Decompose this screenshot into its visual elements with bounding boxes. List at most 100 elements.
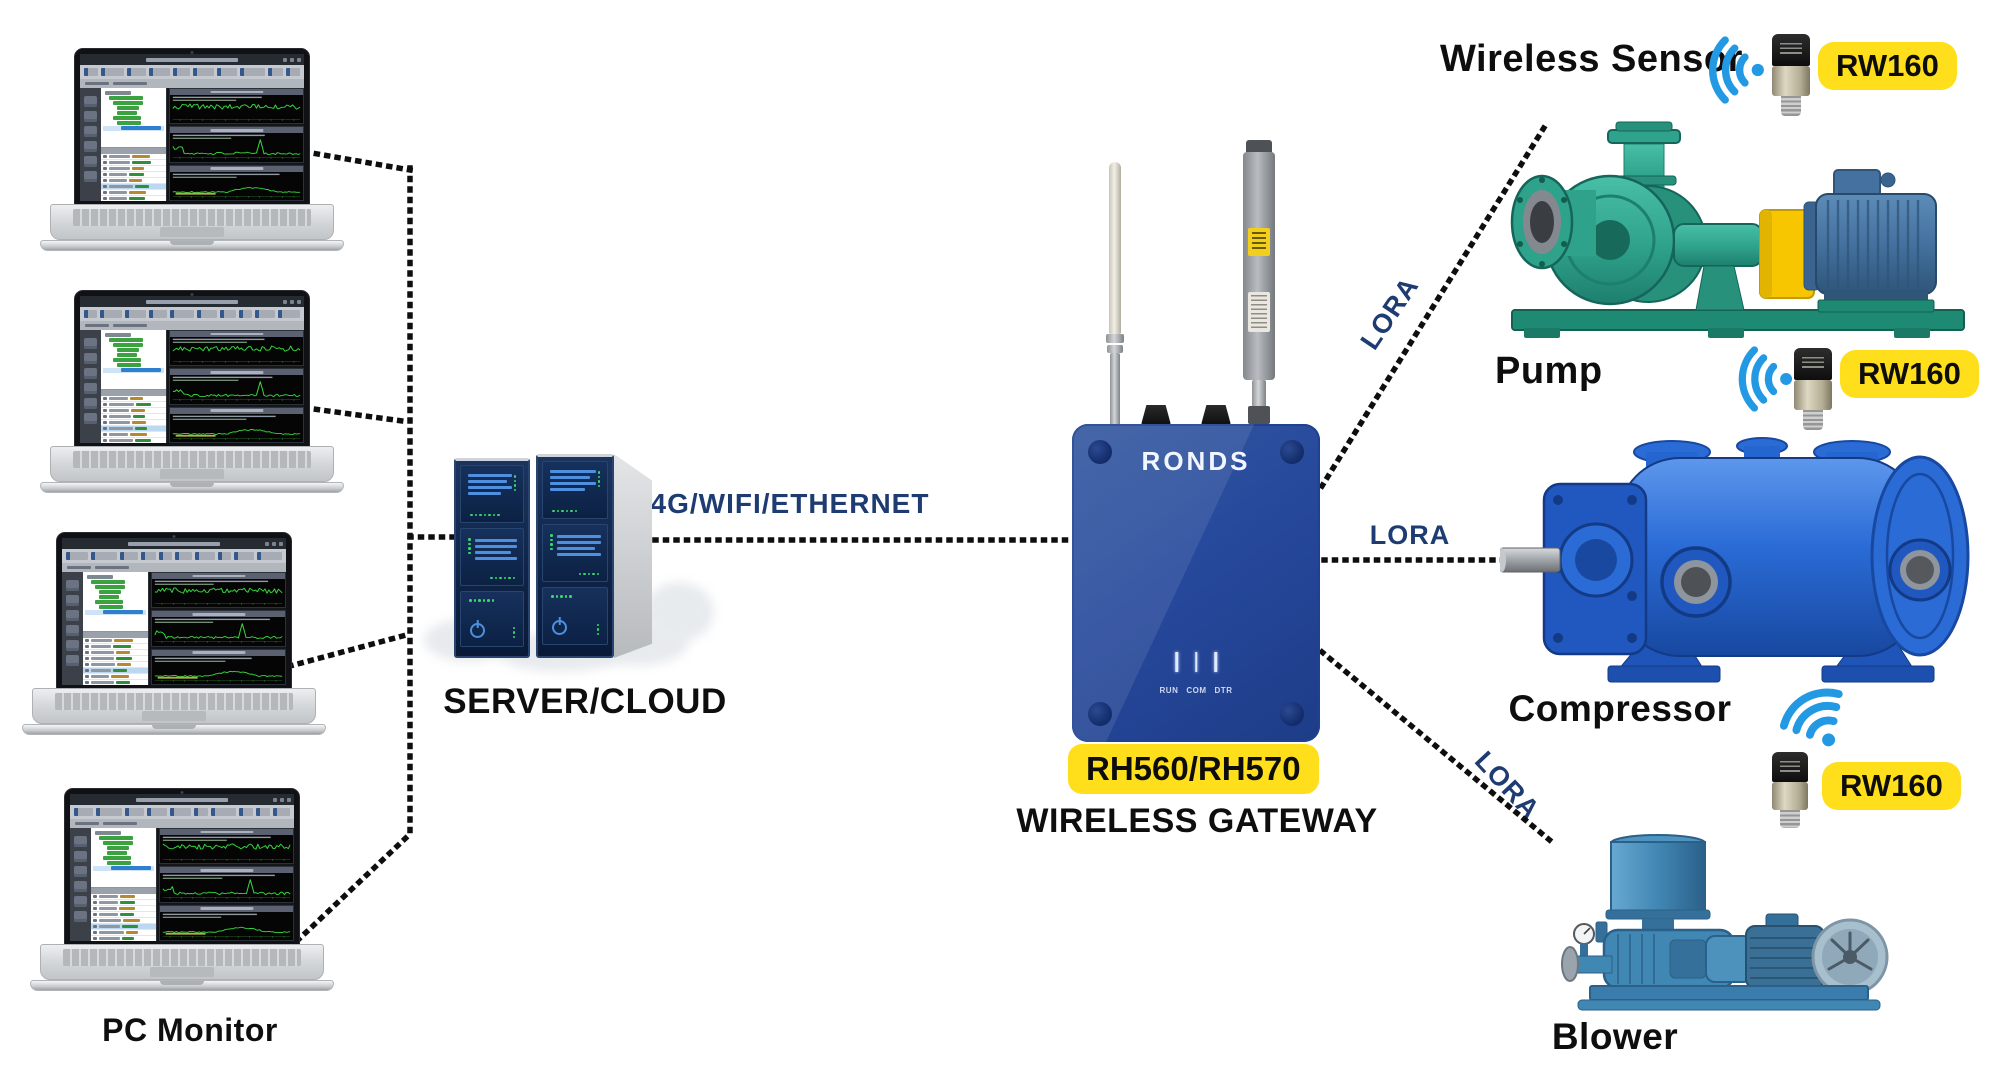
gateway-led-indicators <box>1175 652 1217 672</box>
app-titlebar <box>70 794 294 805</box>
vibration-sensor <box>1794 348 1832 430</box>
data-table-panel <box>83 630 148 685</box>
app-toolbar-secondary <box>80 79 304 88</box>
window-buttons <box>273 797 291 802</box>
monitoring-app-window <box>70 794 294 941</box>
laptop-screen <box>74 48 310 206</box>
server-group <box>424 432 714 672</box>
power-icon <box>552 620 567 635</box>
spectrum-chart <box>169 126 304 163</box>
wireless-sensor-heading: Wireless Sensor <box>1440 38 1743 80</box>
pump-illustration <box>1510 121 1965 338</box>
power-icon <box>470 623 485 638</box>
app-titlebar <box>80 296 304 307</box>
spectrum-chart <box>169 368 304 405</box>
webcam-dot <box>180 791 184 794</box>
cloud-puff <box>644 582 714 642</box>
trend-chart <box>159 904 294 941</box>
laptop-keyboard-deck <box>40 944 324 980</box>
chart-column <box>149 572 286 685</box>
app-icon-sidebar <box>80 330 101 443</box>
app-titlebar <box>62 538 286 549</box>
lora-label-compressor: LORA <box>1369 520 1451 550</box>
laptop-base <box>40 482 344 493</box>
spectrum-chart <box>151 610 286 647</box>
corner-screw <box>1088 440 1112 464</box>
webcam-dot <box>190 293 194 296</box>
app-toolbar-secondary <box>70 819 294 828</box>
rack-side-panel <box>614 454 652 658</box>
pc-monitor-label: PC Monitor <box>102 1012 278 1048</box>
keyboard <box>73 209 311 226</box>
data-table-panel <box>101 388 166 443</box>
equipment-tree-panel <box>101 88 166 147</box>
laptop-screen <box>74 290 310 448</box>
chart-column <box>167 88 304 201</box>
backhaul-label: 4G/WIFI/ETHERNET <box>650 488 930 519</box>
trend-chart <box>169 406 304 443</box>
laptop-screen <box>56 532 292 690</box>
webcam-dot <box>190 51 194 54</box>
webcam-dot <box>172 535 176 538</box>
gateway-model-badge: RH560/RH570 <box>1068 744 1319 794</box>
corner-screw <box>1088 702 1112 726</box>
waveform-chart <box>159 828 294 865</box>
corner-screw <box>1280 440 1304 464</box>
laptop <box>30 788 334 994</box>
server-tower-left <box>454 458 530 658</box>
app-toolbar <box>70 805 294 819</box>
trackpad <box>142 711 206 721</box>
monitoring-app-window <box>62 538 286 685</box>
vibration-sensor <box>1772 752 1808 828</box>
equipment-tree-panel <box>83 572 148 631</box>
server-cloud-label: SERVER/CLOUD <box>443 682 727 721</box>
wifi-signal-icon <box>1728 346 1798 412</box>
app-toolbar-secondary <box>80 321 304 330</box>
laptop-keyboard-deck <box>50 204 334 240</box>
window-buttons <box>265 541 283 546</box>
server-tower-right <box>536 454 614 658</box>
gateway-connector <box>1141 405 1171 425</box>
data-table-panel <box>91 886 156 941</box>
warning-sticker <box>1248 228 1270 256</box>
gateway-antenna-left <box>1109 162 1121 334</box>
rw160-badge: RW160 <box>1822 762 1961 810</box>
spectrum-chart <box>159 866 294 903</box>
equipment-tree-panel <box>101 330 166 389</box>
laptop-keyboard-deck <box>32 688 316 724</box>
app-toolbar <box>80 65 304 79</box>
gateway-brand: RONDS <box>1141 446 1251 476</box>
app-icon-sidebar <box>80 88 101 201</box>
vibration-sensor <box>1772 34 1810 116</box>
trend-chart <box>169 164 304 201</box>
trend-chart <box>151 648 286 685</box>
app-toolbar <box>80 307 304 321</box>
app-titlebar <box>80 54 304 65</box>
data-table-panel <box>101 146 166 201</box>
waveform-chart <box>151 572 286 609</box>
app-icon-sidebar <box>70 828 91 941</box>
laptop <box>40 290 344 496</box>
wireless-gateway-label: WIRELESS GATEWAY <box>1016 802 1378 840</box>
keyboard <box>63 949 301 966</box>
wifi-signal-icon <box>1765 668 1867 768</box>
chart-column <box>167 330 304 443</box>
monitoring-app-window <box>80 54 304 201</box>
equipment-tree-panel <box>91 828 156 887</box>
rw160-badge: RW160 <box>1818 42 1957 90</box>
app-toolbar <box>62 549 286 563</box>
laptop <box>22 532 326 738</box>
laptop <box>40 48 344 254</box>
compressor-illustration <box>1500 437 1970 683</box>
laptop-keyboard-deck <box>50 446 334 482</box>
laptop-base <box>40 240 344 251</box>
laptop-screen <box>64 788 300 946</box>
wifi-signal-icon <box>1698 36 1770 104</box>
trackpad <box>160 227 224 237</box>
rw160-badge: RW160 <box>1840 350 1979 398</box>
